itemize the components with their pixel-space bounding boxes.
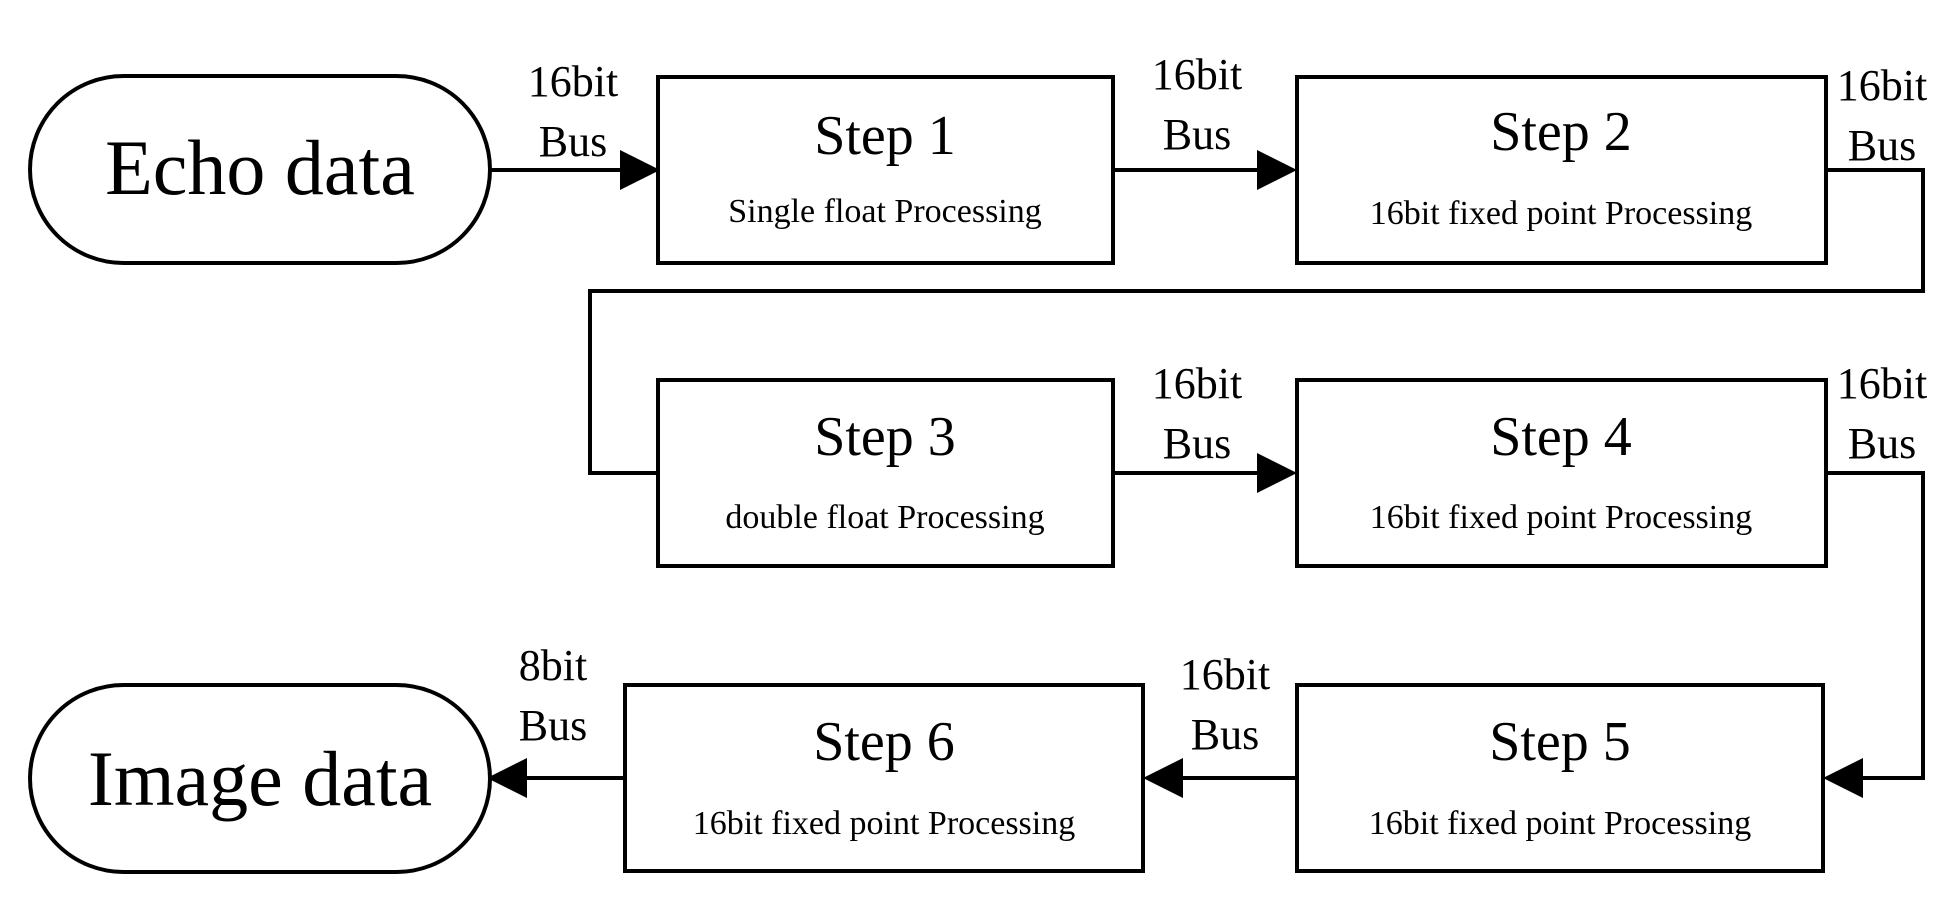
bus-label-6: 16bit Bus — [1180, 650, 1270, 759]
step-box-shape — [1295, 683, 1825, 873]
bus-label-2: 16bit Bus — [1152, 50, 1242, 159]
step-subtitle: Single float Processing — [728, 193, 1042, 230]
step-box-6: Step 6 16bit fixed point Processing — [623, 683, 1145, 873]
step-box-shape — [623, 683, 1145, 873]
connectors — [487, 150, 1925, 798]
bus-name: Bus — [1163, 419, 1231, 468]
step-title: Step 1 — [814, 105, 956, 167]
bus-name: Bus — [1191, 710, 1259, 759]
terminal-echo-data: Echo data — [28, 74, 492, 265]
bus-label-7: 8bit Bus — [519, 641, 587, 750]
arrowhead-image — [487, 758, 527, 798]
bus-name: Bus — [1848, 419, 1916, 468]
step-box-1: Step 1 Single float Processing — [656, 75, 1115, 265]
terminal-label: Echo data — [105, 124, 415, 211]
arrowhead-step5 — [1823, 758, 1863, 798]
step-subtitle: 16bit fixed point Processing — [1370, 195, 1752, 232]
step-box-shape — [656, 75, 1115, 265]
terminal-shape — [28, 74, 492, 265]
bus-name: Bus — [1848, 121, 1916, 170]
arrowhead-step2 — [1257, 150, 1297, 190]
bus-name: Bus — [519, 701, 587, 750]
bus-width: 8bit — [519, 641, 587, 690]
step-box-shape — [656, 378, 1115, 568]
terminal-label: Image data — [88, 735, 432, 822]
connector-step4-to-step5 — [1826, 471, 1925, 780]
step-box-2: Step 2 16bit fixed point Processing — [1295, 75, 1828, 265]
step-title: Step 3 — [814, 406, 956, 468]
bus-width: 16bit — [528, 57, 618, 106]
step-subtitle: 16bit fixed point Processing — [693, 805, 1075, 842]
step-title: Step 5 — [1489, 711, 1631, 773]
step-title: Step 6 — [813, 711, 955, 773]
step-subtitle: 16bit fixed point Processing — [1369, 805, 1751, 842]
arrowhead-step4 — [1257, 453, 1297, 493]
bus-label-4: 16bit Bus — [1152, 359, 1242, 468]
step-subtitle: double float Processing — [725, 499, 1044, 536]
step-box-shape — [1295, 75, 1828, 265]
step-box-3: Step 3 double float Processing — [656, 378, 1115, 568]
terminal-shape — [28, 683, 492, 874]
step-box-shape — [1295, 378, 1828, 568]
arrowhead-step6 — [1143, 758, 1183, 798]
bus-label-3: 16bit Bus — [1837, 61, 1927, 170]
step-box-5: Step 5 16bit fixed point Processing — [1295, 683, 1825, 873]
bus-width: 16bit — [1837, 61, 1927, 110]
step-title: Step 4 — [1490, 406, 1632, 468]
bus-name: Bus — [539, 117, 607, 166]
arrowhead-step1 — [620, 150, 660, 190]
bus-width: 16bit — [1180, 650, 1270, 699]
bus-name: Bus — [1163, 110, 1231, 159]
bus-width: 16bit — [1837, 359, 1927, 408]
bus-width: 16bit — [1152, 359, 1242, 408]
step-subtitle: 16bit fixed point Processing — [1370, 499, 1752, 536]
bus-width: 16bit — [1152, 50, 1242, 99]
bus-label-5: 16bit Bus — [1837, 359, 1927, 468]
bus-label-1: 16bit Bus — [528, 57, 618, 166]
connector-step2-to-step3 — [588, 168, 1925, 475]
step-box-4: Step 4 16bit fixed point Processing — [1295, 378, 1828, 568]
terminal-image-data: Image data — [28, 683, 492, 874]
step-title: Step 2 — [1490, 101, 1632, 163]
